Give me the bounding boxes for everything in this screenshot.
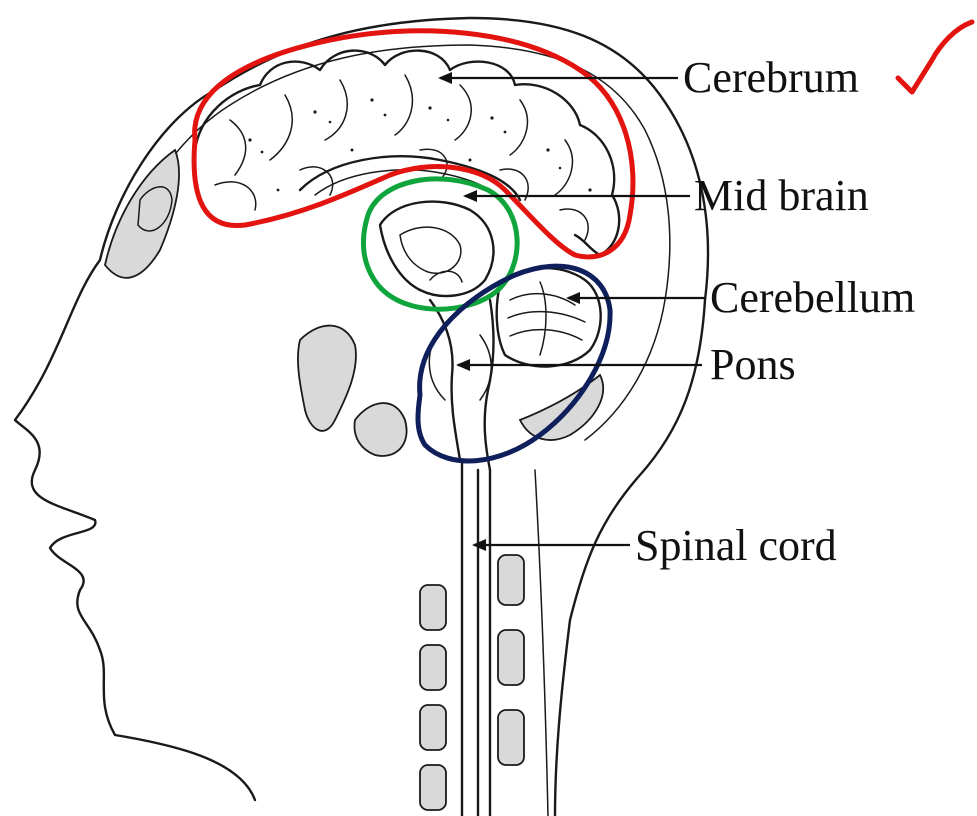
sphenoid-bone [298, 326, 356, 431]
neck-back [535, 470, 548, 816]
nasal-bone [354, 403, 406, 456]
vertebrae [420, 555, 524, 810]
label-cerebrum: Cerebrum [683, 53, 859, 102]
midbrain-shape [380, 202, 493, 296]
cerebrum-fold-2 [215, 149, 588, 240]
midbrain-detail [400, 227, 462, 282]
cerebrum-fold-1 [230, 75, 572, 195]
tick-mark-icon [898, 22, 972, 92]
cerebellum-shape [497, 268, 601, 366]
label-cerebellum: Cerebellum [710, 273, 915, 322]
spinal-cord-shape [462, 460, 490, 816]
brainstem [430, 300, 494, 470]
label-mid-brain: Mid brain [694, 171, 869, 220]
label-pons: Pons [710, 340, 796, 389]
occipital-bone [520, 375, 603, 440]
cerebellum-folia [508, 282, 585, 355]
label-spinal-cord: Spinal cord [635, 521, 837, 570]
